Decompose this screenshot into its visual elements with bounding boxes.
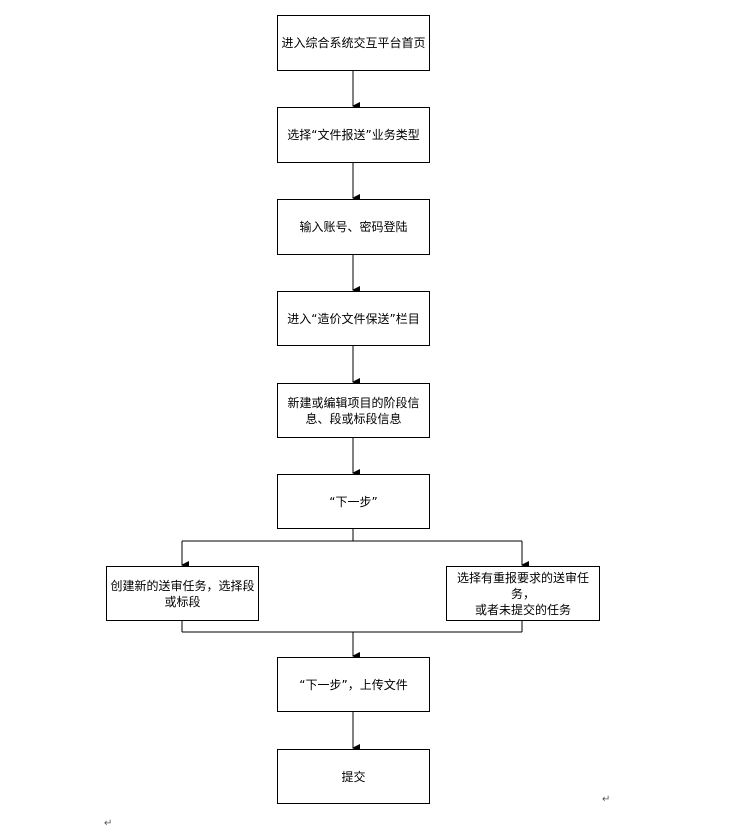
step-edit-project-info: 新建或编辑项目的阶段信息、段或标段信息 xyxy=(277,383,430,438)
paragraph-mark: ↵ xyxy=(602,794,611,805)
paragraph-mark: ↵ xyxy=(104,818,113,829)
step-enter-column: 进入“造价文件保送”栏目 xyxy=(277,291,430,346)
step-upload-file: “下一步”，上传文件 xyxy=(277,657,430,712)
step-login: 输入账号、密码登陆 xyxy=(277,199,430,255)
step-next: “下一步” xyxy=(277,474,430,529)
step-submit: 提交 xyxy=(277,749,430,804)
step-enter-platform: 进入综合系统交互平台首页 xyxy=(277,15,430,71)
step-select-business-type: 选择“文件报送”业务类型 xyxy=(277,107,430,163)
branch-create-new-task: 创建新的送审任务，选择段或标段 xyxy=(106,566,259,621)
branch-select-existing-task: 选择有重报要求的送审任务， 或者未提交的任务 xyxy=(446,566,600,621)
